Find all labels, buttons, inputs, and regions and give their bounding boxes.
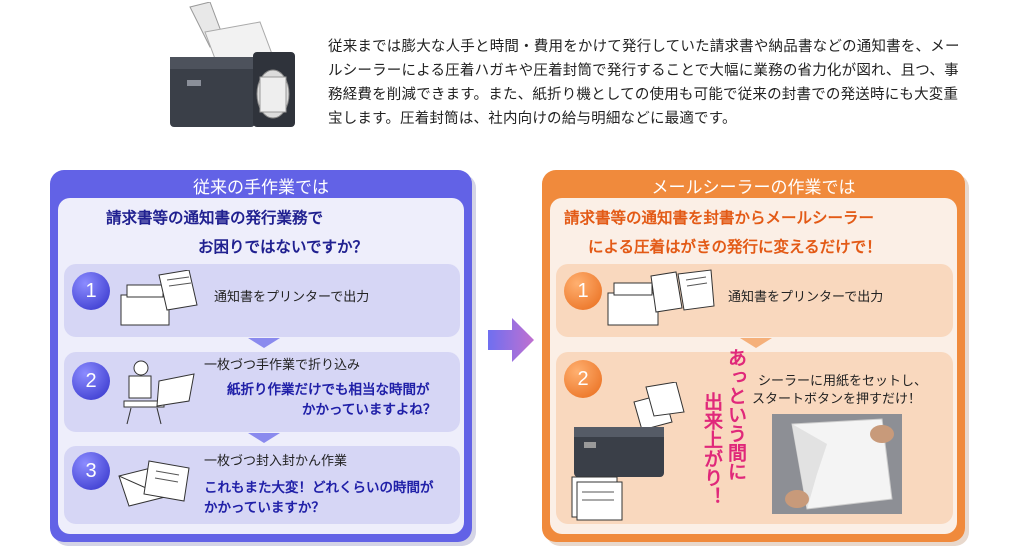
- step-badge: 1: [72, 272, 110, 310]
- headline-line-2: による圧着はがきの発行に変えるだけで！: [588, 238, 882, 256]
- step-note-1: これもまた大変！どれくらいの時間が: [204, 480, 434, 496]
- step-2: 2 一枚づつ手作業で折り込み 紙折り作業だけでも相当な時間が かかっていますよね…: [64, 352, 460, 432]
- panel-body: 請求書等の通知書を封書からメールシーラー による圧着はがきの発行に変えるだけで！…: [550, 198, 957, 534]
- step-text: 一枚づつ手作業で折り込み: [204, 358, 361, 373]
- step-badge: 2: [564, 360, 602, 398]
- step-text-2: スタートボタンを押すだけ！: [752, 392, 922, 407]
- emphasis-text-1: あっという間に: [725, 348, 747, 481]
- mail-sealer-machine-image: [170, 2, 295, 127]
- step-text: 通知書をプリンターで出力: [214, 290, 370, 305]
- printer-icon: [607, 269, 715, 326]
- step-badge: 1: [564, 272, 602, 310]
- down-arrow-icon: [740, 338, 772, 348]
- mail-sealer-panel: メールシーラーの作業では 請求書等の通知書を封書からメールシーラー による圧着は…: [542, 170, 965, 542]
- headline-line-1: 請求書等の通知書の発行業務で: [106, 209, 324, 227]
- panel-title: メールシーラーの作業では: [651, 178, 856, 198]
- step-text-1: シーラーに用紙をセットし、: [758, 374, 928, 389]
- step-1: 1 通知書をプリンターで出力: [64, 264, 460, 337]
- step-note-1: 紙折り作業だけでも相当な時間が: [227, 382, 430, 398]
- down-arrow-icon: [248, 338, 280, 348]
- step-text: 一枚づつ封入封かん作業: [204, 454, 348, 469]
- step-badge: 2: [72, 362, 110, 400]
- sealed-postcard-photo: [772, 414, 902, 514]
- step-text: 通知書をプリンターで出力: [728, 290, 884, 305]
- step-1: 1 通知書をプリンターで出力: [556, 264, 953, 337]
- step-note-2: かかっていますか？: [204, 500, 325, 516]
- manual-work-panel: 従来の手作業では 請求書等の通知書の発行業務で お困りではないですか？ 1 通知…: [50, 170, 472, 542]
- step-note-2: かかっていますよね？: [302, 402, 437, 418]
- intro-text: 従来までは膨大な人手と時間・費用をかけて発行していた請求書や納品書などの通知書を…: [328, 39, 960, 127]
- headline-line-1: 請求書等の通知書を封書からメールシーラー: [564, 209, 875, 227]
- down-arrow-icon: [248, 433, 280, 443]
- envelopes-icon: [118, 460, 190, 507]
- step-3: 3 一枚づつ封入封かん作業 これもまた大変！どれくらいの時間が かかっていますか…: [64, 446, 460, 524]
- folding-person-icon: [123, 360, 195, 425]
- printer-icon: [120, 270, 198, 326]
- step-badge: 3: [72, 452, 110, 490]
- sealer-with-mailers-icon: [571, 382, 685, 521]
- headline-line-2: お困りではないですか？: [198, 238, 369, 256]
- step-2: 2 あっという間に 出来上がり！ シーラーに用紙をセットし、 スタートボタンを押…: [556, 348, 953, 524]
- panel-body: 請求書等の通知書の発行業務で お困りではないですか？ 1 通知書をプリンターで出…: [58, 198, 464, 534]
- emphasis-text-2: 出来上がり！: [701, 392, 723, 506]
- panel-title: 従来の手作業では: [193, 178, 329, 198]
- right-arrow-icon: [488, 318, 534, 362]
